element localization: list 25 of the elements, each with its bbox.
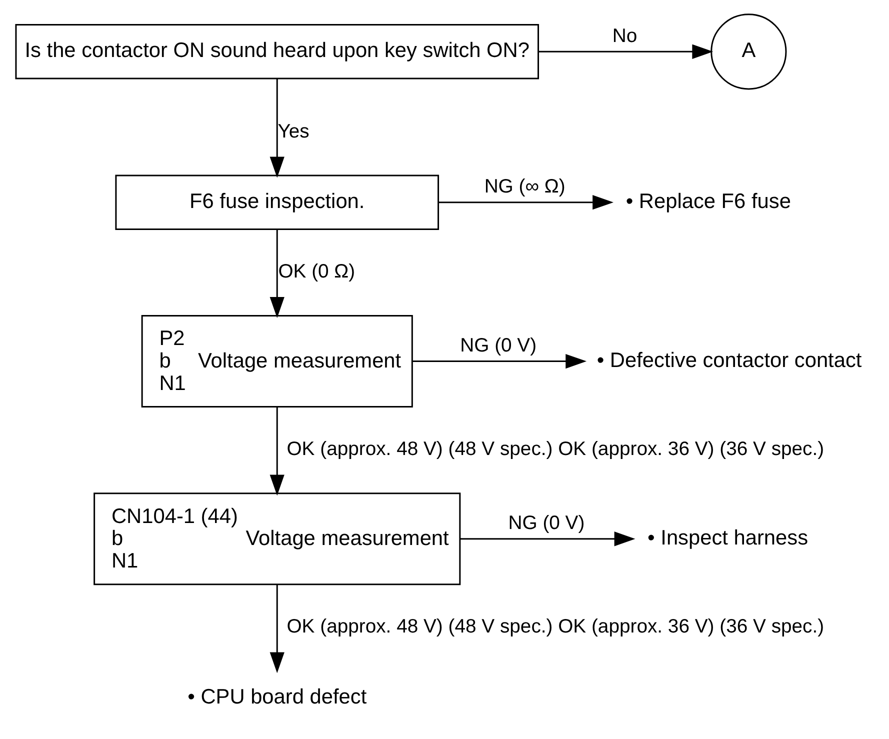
edge-label: NG (0 V) — [508, 512, 584, 534]
arrow — [269, 78, 284, 178]
node-circle: A — [710, 14, 786, 90]
arrow — [269, 406, 284, 496]
edge-label: NG (∞ Ω) — [484, 176, 565, 198]
arrow — [412, 354, 586, 369]
node-text: • Inspect harness — [647, 526, 808, 550]
edge-label: OK (approx. 48 V) (48 V spec.) OK (approx. 36 V) (36 V spec.) — [286, 616, 824, 638]
edge-label: NG (0 V) — [460, 334, 536, 356]
arrow — [438, 195, 613, 210]
edge-label: No — [612, 24, 637, 47]
arrow — [460, 532, 635, 546]
node-text: • Replace F6 fuse — [625, 190, 790, 213]
edge-label: OK (approx. 48 V) (48 V spec.) OK (approx. 36 V) (36 V spec.) — [286, 438, 824, 460]
edge-label: Yes — [277, 120, 309, 142]
node-box: Is the contactor ON sound heard upon key switch ON? — [14, 24, 539, 80]
node-text: • CPU board defect — [187, 685, 366, 708]
node-box: F6 fuse inspection. — [114, 174, 439, 230]
node-box: CN104-1 (44) b N1 Voltage measurement — [93, 492, 460, 586]
arrow — [538, 44, 713, 59]
node-box: P2 b N1 Voltage measurement — [140, 315, 412, 408]
node-text: • Defective contactor contact — [596, 348, 862, 372]
arrow — [269, 584, 284, 674]
edge-label: OK (0 Ω) — [278, 260, 355, 283]
arrow — [269, 230, 284, 318]
